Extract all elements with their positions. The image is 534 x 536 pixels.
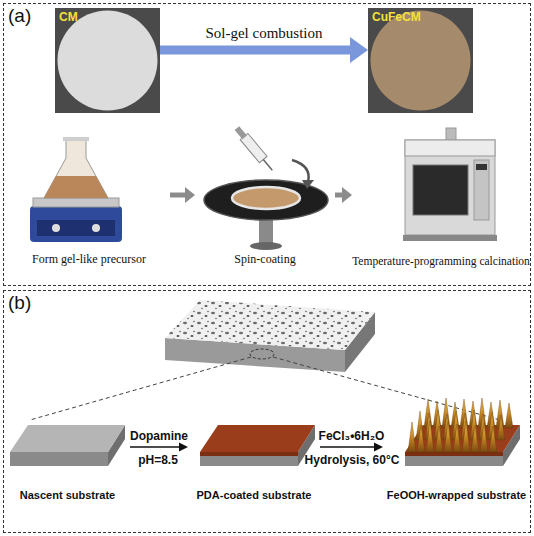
flow-arrow xyxy=(170,187,195,203)
node-label: PDA-coated substrate xyxy=(176,489,332,501)
zoom-spot xyxy=(250,349,274,359)
furnace-display xyxy=(476,164,487,170)
slab-front xyxy=(200,452,298,466)
porous-membrane xyxy=(165,300,375,372)
arrow-head xyxy=(374,443,383,452)
arrow-shaft xyxy=(320,446,375,448)
furnace-controls xyxy=(474,160,489,220)
furnace-door xyxy=(413,165,468,215)
membrane-disc xyxy=(371,11,471,111)
stirrer-plate xyxy=(33,198,119,207)
arrow-head xyxy=(179,443,188,452)
process-step: Spin-coating xyxy=(195,132,335,272)
node-label: FeOOH-wrapped substrate xyxy=(371,489,534,501)
furnace-base xyxy=(403,235,497,241)
syringe-plunger xyxy=(235,126,247,139)
photo-frame xyxy=(55,8,160,113)
arrow-head xyxy=(185,187,195,203)
stirrer-body xyxy=(30,206,122,242)
muffle-furnace xyxy=(403,128,497,241)
flow-arrow xyxy=(335,187,352,203)
panel-box: (a)CMCuFeCMForm gel-like precursorSpin-c… xyxy=(3,3,531,286)
feooh-slab xyxy=(405,398,520,466)
edge-label: Dopamine xyxy=(130,429,188,443)
feooh-spikes xyxy=(408,421,497,452)
node-label: CM xyxy=(59,10,78,24)
stirrer-panel xyxy=(37,220,115,236)
turn-arrow xyxy=(292,160,309,182)
node-label: Spin-coating xyxy=(183,252,347,267)
syringe-needle xyxy=(263,160,272,171)
photo-frame xyxy=(368,8,473,113)
membrane-pores xyxy=(165,300,375,350)
slab-top xyxy=(10,425,125,452)
panel-box: (b)Nascent substratePDA-coated substrate… xyxy=(3,290,531,533)
furnace-top xyxy=(405,140,495,156)
arrow-shaft xyxy=(335,193,343,198)
photo-box: CM xyxy=(55,8,160,113)
arrow-head xyxy=(350,37,368,63)
edge-label: FeCl₃•6H₂O xyxy=(319,429,385,443)
slab-front xyxy=(10,452,108,466)
flask-rim xyxy=(63,137,89,141)
membrane-disc xyxy=(58,11,158,111)
photo-box: CuFeCM xyxy=(368,8,473,113)
spin-foot xyxy=(250,242,282,250)
flask-liquid xyxy=(44,176,108,198)
arrow-shaft xyxy=(160,46,351,55)
slab-front xyxy=(405,452,503,466)
syringe xyxy=(233,125,276,174)
substrate-box: Nascent substrate xyxy=(5,415,130,515)
hotplate-stirrer xyxy=(30,198,122,242)
panel-tag: (b) xyxy=(8,292,31,314)
flow-arrow xyxy=(160,37,368,63)
zoom-line xyxy=(30,357,251,420)
zoom-line xyxy=(273,357,500,420)
arrow-shaft xyxy=(170,193,186,198)
node-label: Nascent substrate xyxy=(0,489,142,501)
turn-arrow-head xyxy=(302,180,314,189)
flow-arrow xyxy=(320,443,383,452)
nascent-slab xyxy=(10,425,125,466)
flask-glass xyxy=(44,140,108,198)
pda-slab xyxy=(200,425,315,466)
substrate-box: FeOOH-wrapped substrate xyxy=(383,415,530,515)
spin-disc xyxy=(204,180,328,220)
spin-coater xyxy=(204,125,328,250)
node-label: Temperature-programming calcination xyxy=(340,255,534,267)
substrate-box: PDA-coated substrate xyxy=(188,415,320,515)
stirrer-knob xyxy=(52,224,60,232)
arrow-shaft xyxy=(130,446,180,448)
node-label: Form gel-like precursor xyxy=(0,252,182,267)
slab-top xyxy=(200,425,315,452)
pda-layer xyxy=(405,452,503,456)
condition-label: pH=8.5 xyxy=(138,453,178,467)
edge-label: Sol-gel combustion xyxy=(205,25,322,42)
spin-substrate xyxy=(232,187,300,209)
flask xyxy=(44,137,108,198)
arrow-head xyxy=(342,187,352,203)
condition-label: Hydrolysis, 60°C xyxy=(305,453,400,467)
flow-arrow xyxy=(130,443,188,452)
pda-layer xyxy=(200,452,298,456)
process-step: Form gel-like precursor xyxy=(8,132,170,272)
membrane-top xyxy=(165,300,375,350)
panel-tag: (a) xyxy=(8,5,31,27)
stirrer-knob xyxy=(92,224,100,232)
process-step: Temperature-programming calcination xyxy=(352,132,530,272)
furnace-body xyxy=(405,140,495,235)
syringe-barrel xyxy=(240,133,267,162)
node-label: CuFeCM xyxy=(372,10,421,24)
